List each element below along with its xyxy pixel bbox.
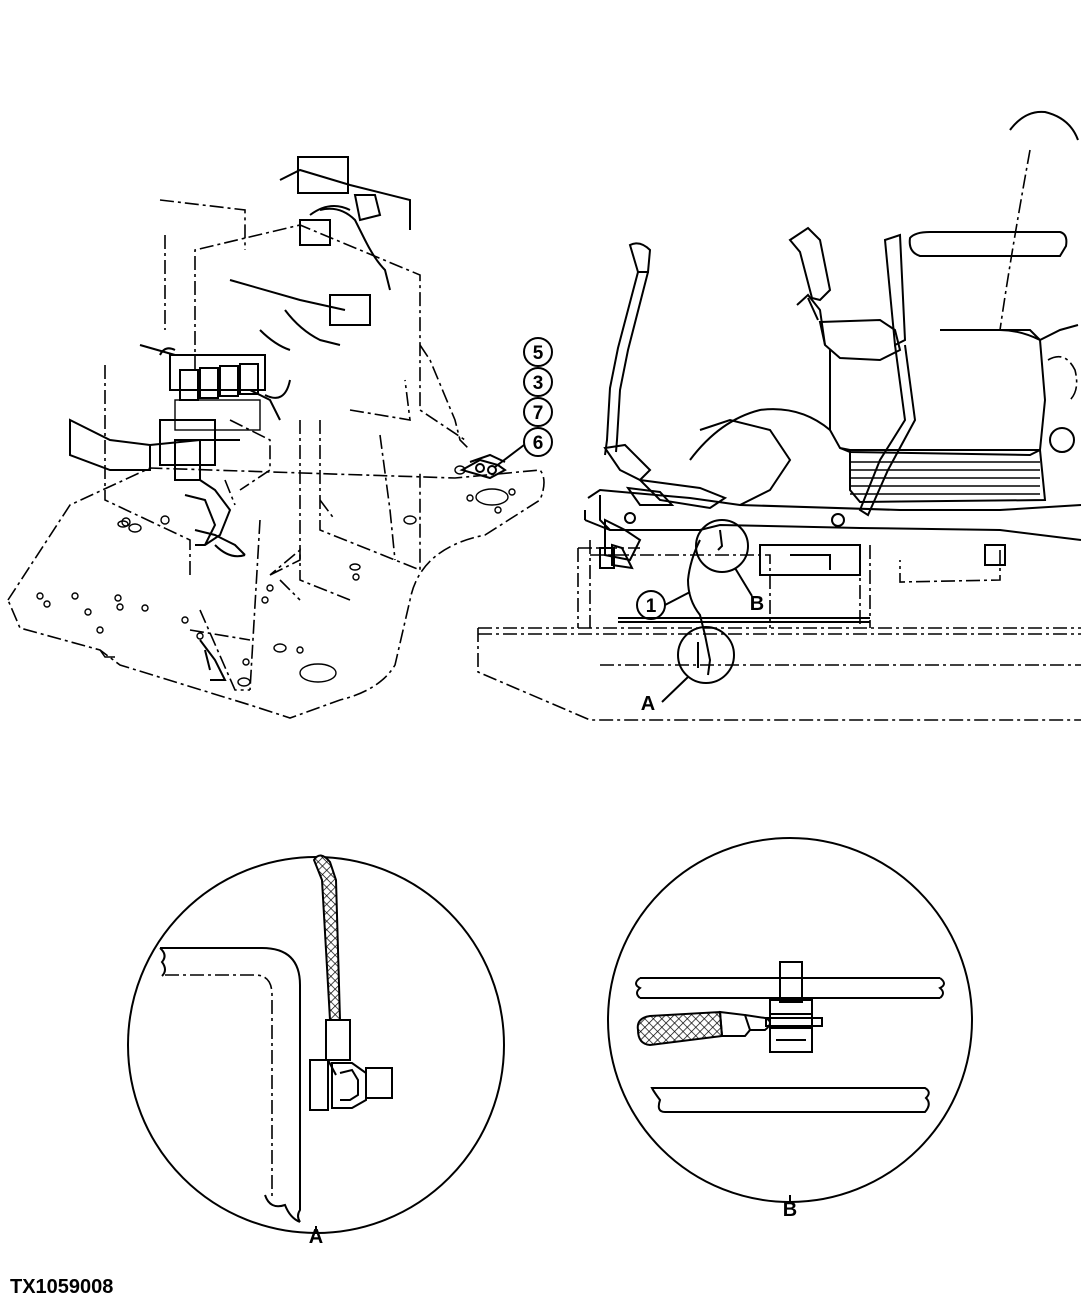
console-assembly-view [7,156,545,719]
label-a-main: A [641,693,655,715]
callout-7-circle [523,397,553,427]
callout-stack: 5 3 7 6 [494,337,553,468]
detail-a-view: A [127,854,505,1248]
bolt-heads [117,465,466,687]
ground-wire [686,539,706,636]
braided-ground-cable-b [636,1010,724,1047]
callout-3: 3 [533,373,544,394]
callout-3-circle [523,367,553,397]
label-b-main: B [750,593,764,615]
detail-b-view: B [607,837,973,1221]
label-a-detail: A [309,1226,323,1248]
callout-6-circle [523,427,553,457]
callout-5-circle [523,337,553,367]
callout-1: 1 [646,596,657,617]
detail-a-circle [127,856,505,1234]
side-elevation-view: B A 1 [477,110,1081,721]
ground-terminal-assembly [459,453,507,480]
figure-id: TX1059008 [10,1276,114,1298]
callout-6: 6 [533,433,544,454]
callout-5: 5 [533,343,544,364]
callout-7: 7 [533,403,544,424]
relay-block [159,354,266,481]
detail-b-indicator [695,519,749,573]
upper-harness [139,156,411,421]
floor-plate-outline [7,467,545,719]
detail-a-indicator [677,626,735,684]
seat-base-stripes [850,461,1040,495]
lower-bracket [69,418,246,681]
label-b-detail: B [783,1199,797,1221]
braided-ground-cable-a [312,854,342,1021]
floor-plate-holes [36,488,516,683]
